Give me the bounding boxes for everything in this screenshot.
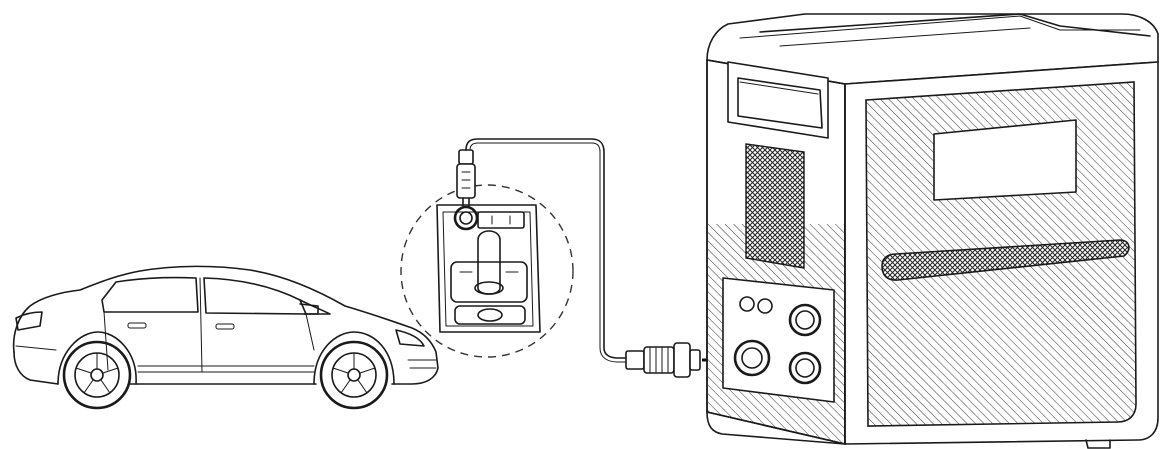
rear-wheel <box>62 340 132 410</box>
cigarette-lighter-socket-icon <box>400 184 574 358</box>
front-wheel <box>319 340 389 410</box>
display-screen <box>933 119 1077 201</box>
aviation-input-port <box>733 339 771 377</box>
dc-port-panel <box>733 296 822 385</box>
car-icon <box>12 265 439 410</box>
light-bar <box>881 239 1130 281</box>
car-charging-cable-icon <box>456 138 746 378</box>
power-station-icon <box>706 13 1159 449</box>
